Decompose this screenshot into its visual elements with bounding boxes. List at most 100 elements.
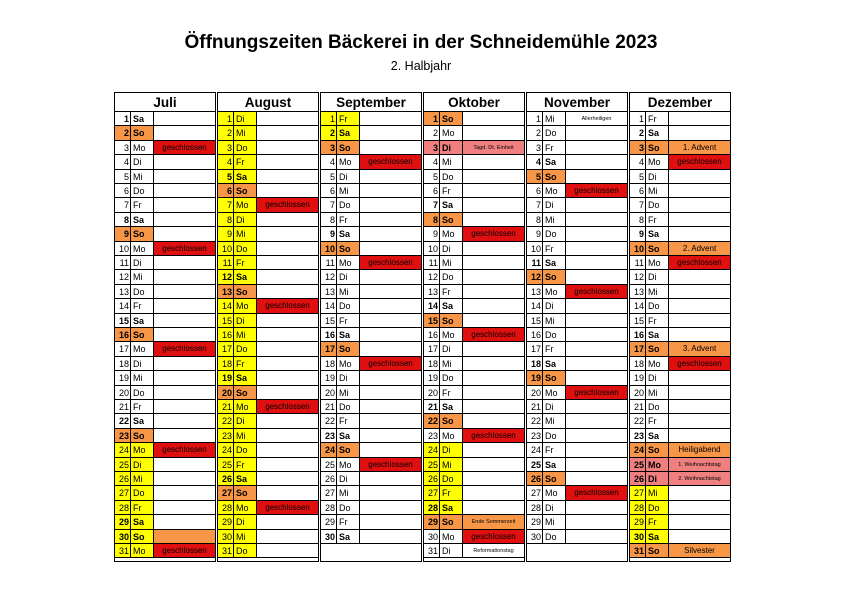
day-note xyxy=(669,112,730,127)
day-note xyxy=(154,170,215,184)
day-number: 15 xyxy=(630,313,646,328)
day-number: 19 xyxy=(218,371,234,386)
day-number: 29 xyxy=(218,515,234,530)
day-number: 10 xyxy=(630,241,646,256)
day-number: 25 xyxy=(321,457,337,472)
weekday-label: Do xyxy=(337,299,360,314)
weekday-label: Do xyxy=(440,270,463,285)
weekday-label: So xyxy=(646,342,669,357)
weekday-label: So xyxy=(440,414,463,429)
day-number: 22 xyxy=(115,414,131,429)
day-number: 21 xyxy=(527,400,543,415)
day-number: 7 xyxy=(321,198,337,213)
day-note xyxy=(154,184,215,199)
weekday-label: Di xyxy=(440,443,463,458)
day-note xyxy=(257,112,318,127)
weekday-label: Sa xyxy=(440,198,463,213)
day-number: 16 xyxy=(527,328,543,343)
day-number: 20 xyxy=(527,385,543,400)
day-number: 1 xyxy=(115,112,131,127)
day-number: 4 xyxy=(115,155,131,170)
day-note: geschlossen xyxy=(463,529,524,544)
day-number: 12 xyxy=(630,270,646,285)
day-number: 20 xyxy=(321,385,337,400)
month-header: Dezember xyxy=(630,93,730,112)
day-note xyxy=(463,213,524,228)
day-number: 8 xyxy=(115,212,131,228)
month-header: Oktober xyxy=(424,93,524,112)
day-note xyxy=(463,314,524,328)
weekday-label: Fr xyxy=(543,140,566,156)
weekday-label: Mi xyxy=(646,486,669,501)
weekday-label: Mi xyxy=(543,112,566,127)
day-number: 30 xyxy=(321,529,337,544)
day-note xyxy=(463,414,524,429)
day-note xyxy=(669,227,730,242)
weekday-label: So xyxy=(234,486,257,501)
weekday-label: Sa xyxy=(131,313,154,328)
weekday-label: Fr xyxy=(131,400,154,415)
weekday-label: Di xyxy=(646,169,669,184)
day-note xyxy=(669,170,730,184)
day-number: 17 xyxy=(321,342,337,357)
day-number: 10 xyxy=(527,241,543,256)
day-note xyxy=(463,443,524,458)
weekday-label: Fr xyxy=(337,414,360,429)
day-note xyxy=(669,400,730,415)
weekday-label: So xyxy=(646,241,669,256)
day-number: 18 xyxy=(321,356,337,372)
weekday-label: Do xyxy=(234,544,257,559)
day-number: 27 xyxy=(527,486,543,501)
day-note xyxy=(463,486,524,501)
day-number: 21 xyxy=(424,400,440,415)
day-number: 3 xyxy=(527,140,543,156)
page-title: Öffnungszeiten Bäckerei in der Schneidem… xyxy=(184,32,658,53)
month-header: September xyxy=(321,93,421,112)
weekday-label: Di xyxy=(440,140,463,156)
day-note xyxy=(257,472,318,487)
weekday-label: Mo xyxy=(131,443,154,458)
day-note xyxy=(154,270,215,285)
weekday-label: Sa xyxy=(131,414,154,429)
day-note xyxy=(154,371,215,386)
day-note: geschlossen xyxy=(566,486,627,501)
day-number: 9 xyxy=(630,227,646,242)
day-note xyxy=(566,314,627,328)
day-note xyxy=(257,227,318,242)
weekday-label: Fr xyxy=(543,443,566,458)
day-note xyxy=(360,314,421,328)
weekday-label: Do xyxy=(131,184,154,199)
day-number: 12 xyxy=(424,270,440,285)
day-note xyxy=(463,371,524,386)
day-number: 5 xyxy=(527,169,543,184)
day-note: geschlossen xyxy=(360,356,421,372)
